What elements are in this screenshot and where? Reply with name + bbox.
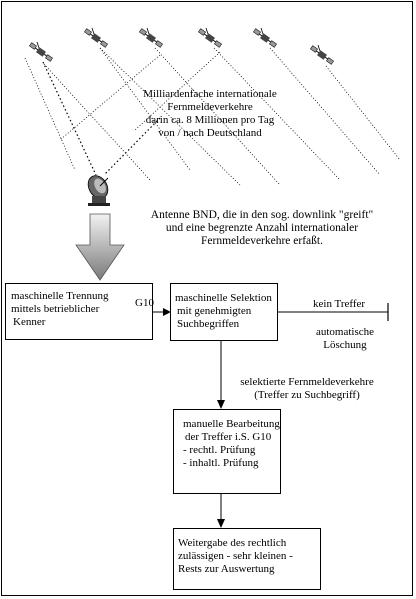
antenna-icon [87, 175, 110, 206]
selected-traffic-text: selektierte Fernmeldeverkehre (Treffer z… [222, 376, 392, 402]
satellite-icon [309, 44, 335, 65]
antenna-line-1: Antenne BND, die in den sog. downlink "g… [150, 209, 374, 221]
separation-box: maschinelle Trennung mittels betrieblich… [5, 283, 153, 340]
satellite-icon [138, 27, 164, 48]
antenna-line-3: Fernmeldeverkehre erfaßt. [201, 235, 323, 247]
downlink-arrow [75, 213, 125, 281]
satellite-icon [197, 27, 223, 48]
selection-line-2: mit genehmigten [177, 305, 252, 317]
separation-line-2: mittels betrieblicher [11, 303, 100, 315]
review-line-3: - rechtl. Prüfung [183, 444, 256, 456]
auto-delete-text: automatische Löschung [295, 326, 395, 352]
auto-delete-line-1: automatische [315, 326, 375, 338]
antenna-line-2: und eine begrenzte Anzahl internationale… [165, 222, 359, 234]
handover-line-2: zulässigen - sehr kleinen - [178, 550, 293, 562]
satellite-icon [28, 41, 54, 62]
header-line-2: Fernmeldeverkehre [167, 101, 253, 113]
satellite-icon [252, 27, 278, 48]
review-line-4: - inhaltl. Prüfung [183, 457, 259, 469]
selected-line-2: (Treffer zu Suchbegriff) [254, 389, 360, 401]
handover-box: Weitergabe des rechtlich zulässigen - se… [173, 528, 321, 590]
header-line-1: Milliardenfache internationale [143, 88, 277, 100]
review-line-1: manuelle Bearbeitung [183, 418, 280, 430]
g10-arrowhead [163, 308, 171, 316]
header-line-3: darin ca. 8 Millionen pro Tag [145, 114, 275, 126]
header-text: Milliardenfache internationale Fernmelde… [110, 88, 310, 140]
handover-line-1: Weitergabe des rechtlich [178, 537, 287, 549]
antenna-links [42, 61, 161, 176]
selection-line-1: maschinelle Selektion [175, 292, 272, 304]
selection-box: maschinelle Selektion mit genehmigten Su… [170, 283, 278, 341]
header-line-4: von / nach Deutschland [158, 127, 262, 139]
manual-review-box: manuelle Bearbeitung der Treffer i.S. G1… [173, 409, 281, 494]
downlink-lines [24, 47, 401, 186]
separation-line-3: Kenner [13, 316, 46, 328]
review-line-2: der Treffer i.S. G10 [185, 431, 272, 443]
selection-line-3: Suchbegriffen [177, 318, 240, 330]
auto-delete-line-2: Löschung [323, 339, 367, 351]
separation-line-1: maschinelle Trennung [11, 290, 109, 302]
g10-label: G10 [135, 297, 154, 309]
handover-arrowhead [217, 519, 225, 528]
no-hit-label: kein Treffer [313, 298, 366, 310]
selected-line-1: selektierte Fernmeldeverkehre [240, 376, 374, 388]
selection-arrowhead [217, 400, 225, 409]
antenna-caption: Antenne BND, die in den sog. downlink "g… [112, 209, 412, 248]
handover-line-3: Rests zur Auswertung [178, 563, 275, 575]
satellite-icon [83, 27, 109, 48]
